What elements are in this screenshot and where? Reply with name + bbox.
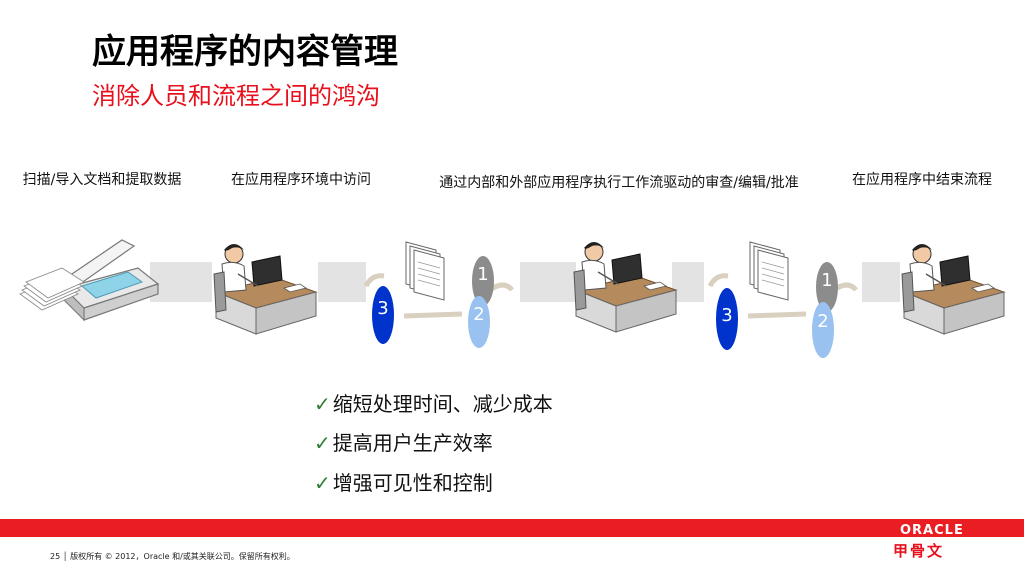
process-flow-band [0, 262, 1024, 302]
benefit-item: ✓提高用户生产效率 [314, 427, 493, 456]
benefit-text: 缩短处理时间、减少成本 [332, 392, 553, 416]
checkmark-icon: ✓ [314, 431, 331, 455]
oracle-logo: ORACLE [900, 523, 964, 538]
slide-subtitle: 消除人员和流程之间的鸿沟 [92, 82, 380, 110]
user-at-desk-icon [901, 244, 1006, 335]
workflow-step-3-badge: 3 [716, 288, 738, 350]
oracle-chinese-logo: 甲骨文 [893, 542, 945, 560]
step-caption-close: 在应用程序中结束流程 [852, 172, 992, 188]
checkmark-icon: ✓ [314, 392, 331, 416]
step-caption-access: 在应用程序环境中访问 [231, 172, 371, 188]
step-caption-scan: 扫描/导入文档和提取数据 [22, 172, 182, 188]
step-caption-workflow: 通过内部和外部应用程序执行工作流驱动的审查/编辑/批准 [439, 175, 799, 191]
copyright-footer: 25 │ 版权所有 © 2012，Oracle 和/或其关联公司。保留所有权利。 [50, 552, 295, 561]
user-at-desk-icon [213, 244, 318, 335]
footer-red-bar [0, 519, 1024, 537]
benefit-item: ✓增强可见性和控制 [314, 467, 493, 496]
user-at-desk-icon [573, 242, 678, 333]
checkmark-icon: ✓ [314, 471, 331, 495]
workflow-step-2-badge: 2 [468, 296, 490, 348]
document-stack-icon [708, 241, 858, 319]
workflow-step-2-badge: 2 [812, 302, 834, 358]
benefit-item: ✓缩短处理时间、减少成本 [314, 388, 553, 417]
workflow-step-3-badge: 3 [372, 286, 394, 344]
benefit-text: 提高用户生产效率 [332, 431, 493, 455]
workflow-step-1-badge: 1 [816, 262, 838, 312]
document-stack-icon [364, 241, 514, 319]
scanner-icon [19, 239, 160, 322]
workflow-step-1-badge: 1 [472, 256, 494, 306]
benefit-text: 增强可见性和控制 [332, 471, 493, 495]
slide-title: 应用程序的内容管理 [92, 32, 398, 72]
